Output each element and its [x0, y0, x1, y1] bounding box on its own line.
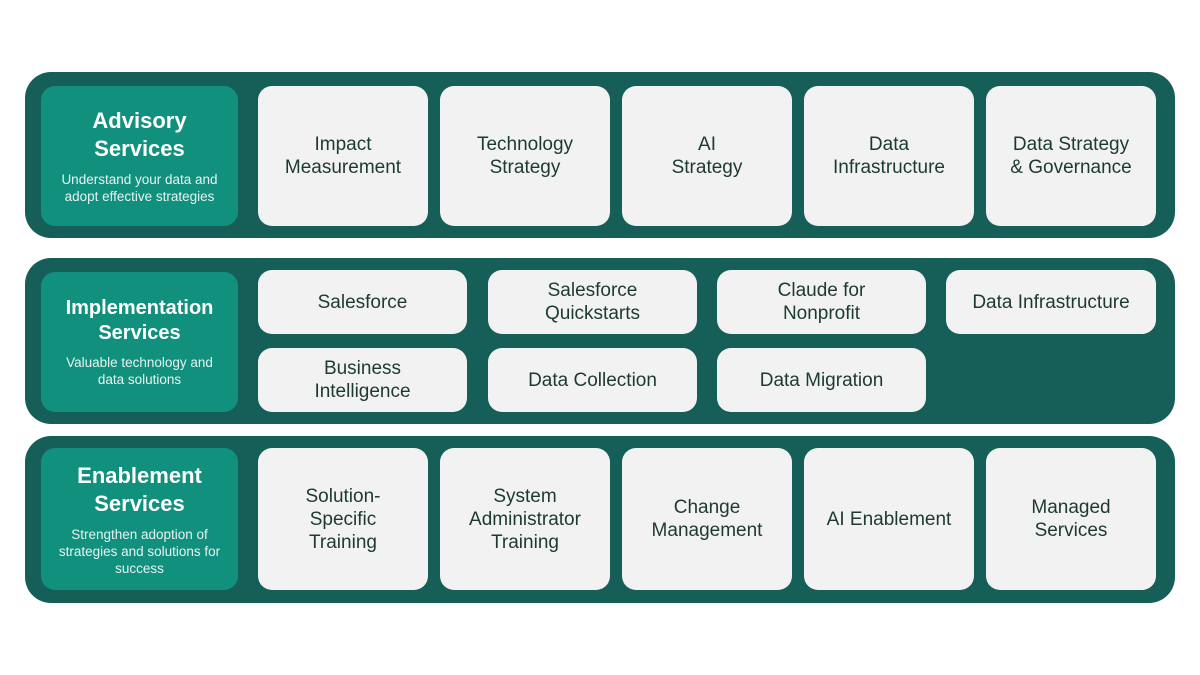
advisory-services-label: Advisory Services Understand your data a… — [41, 86, 238, 226]
service-card: Managed Services — [986, 448, 1156, 590]
service-card: Data Migration — [717, 348, 926, 412]
service-card: AI Enablement — [804, 448, 974, 590]
section-subtitle: Understand your data and adopt effective… — [61, 172, 218, 204]
service-card: Solution- Specific Training — [258, 448, 428, 590]
advisory-services-band: Advisory Services Understand your data a… — [25, 72, 1175, 238]
section-subtitle: Strengthen adoption of strategies and so… — [58, 526, 221, 576]
service-card: Data Collection — [488, 348, 697, 412]
service-card: Business Intelligence — [258, 348, 467, 412]
service-card: Salesforce — [258, 270, 467, 334]
section-title: Implementation Services — [65, 297, 214, 344]
enablement-services-label: Enablement Services Strengthen adoption … — [41, 448, 238, 590]
section-title: Enablement Services — [77, 462, 202, 516]
implementation-services-band: Implementation Services Valuable technol… — [25, 258, 1175, 424]
service-card: Data Strategy & Governance — [986, 86, 1156, 226]
service-card: Claude for Nonprofit — [717, 270, 926, 334]
section-subtitle: Valuable technology and data solutions — [66, 355, 213, 387]
service-card: Technology Strategy — [440, 86, 610, 226]
service-card: AI Strategy — [622, 86, 792, 226]
service-card: Data Infrastructure — [804, 86, 974, 226]
service-card: System Administrator Training — [440, 448, 610, 590]
service-card: Salesforce Quickstarts — [488, 270, 697, 334]
implementation-services-label: Implementation Services Valuable technol… — [41, 272, 238, 412]
section-title: Advisory Services — [92, 108, 187, 161]
enablement-services-band: Enablement Services Strengthen adoption … — [25, 436, 1175, 603]
service-card: Change Management — [622, 448, 792, 590]
service-card: Impact Measurement — [258, 86, 428, 226]
service-card: Data Infrastructure — [946, 270, 1156, 334]
